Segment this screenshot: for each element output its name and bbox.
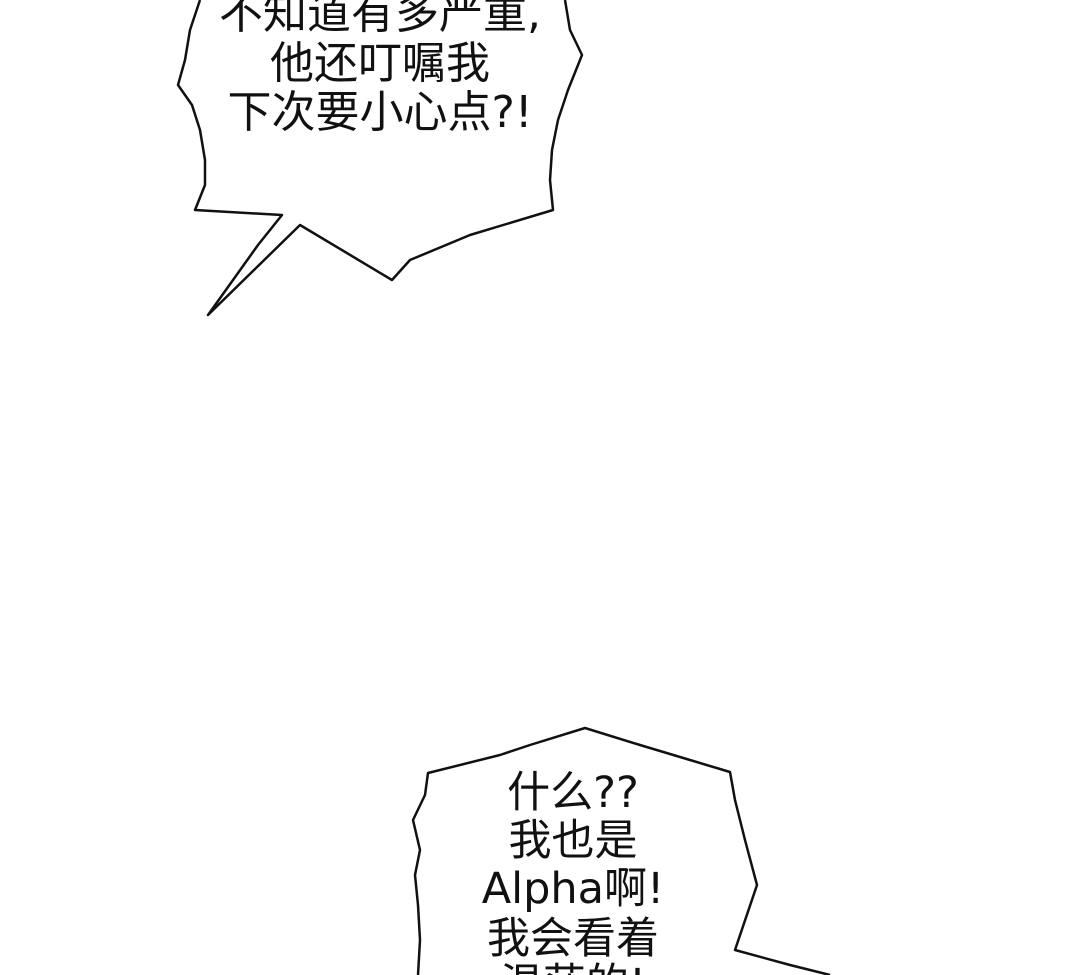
bottom-speech-bubble-outline (411, 726, 831, 975)
bubble-text-line: 他还叮嘱我 (270, 38, 490, 89)
bubble-text-line: 不知道有多严重, (219, 0, 541, 39)
bubble-text-line: 我也是 (508, 816, 638, 866)
bubble-text-line: Alpha啊! (481, 864, 665, 914)
bubble-text-line: 温莎的! (500, 964, 646, 975)
top-speech-bubble-outline (176, 0, 584, 317)
bubble-text-line: 我会看着 (487, 914, 659, 964)
bubble-text-line: 下次要小心点?! (227, 87, 533, 138)
bubble-text-line: 什么?? (507, 768, 639, 818)
